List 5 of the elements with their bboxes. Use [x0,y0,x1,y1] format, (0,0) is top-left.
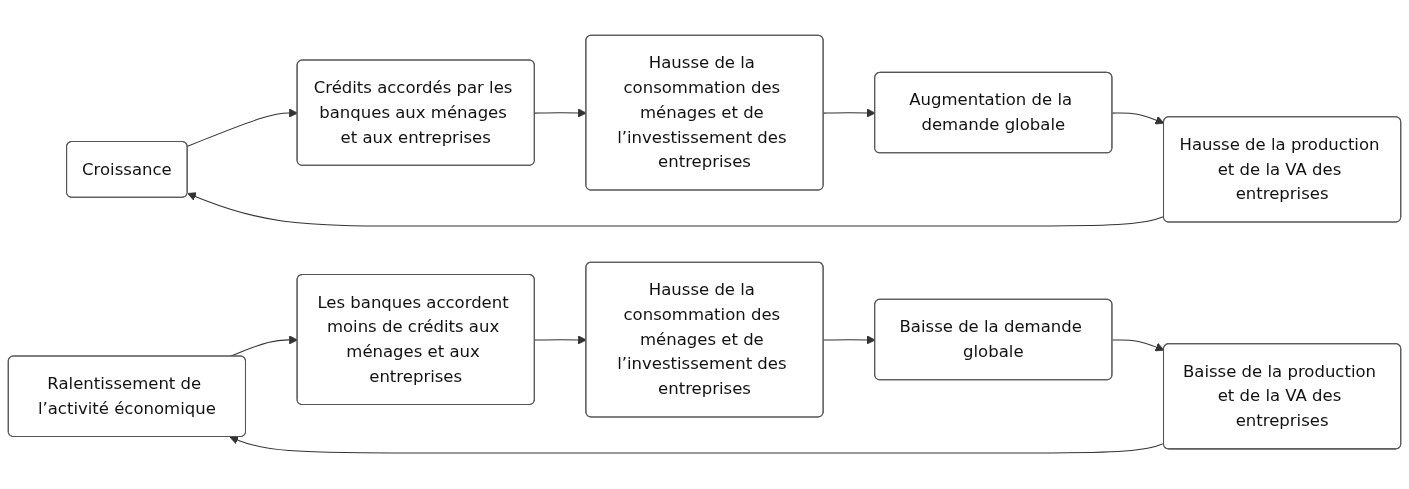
arrow [187,192,1165,227]
arrow [1111,339,1165,352]
arrow [187,108,298,148]
arrow [229,436,1165,454]
arrow [1111,112,1165,125]
